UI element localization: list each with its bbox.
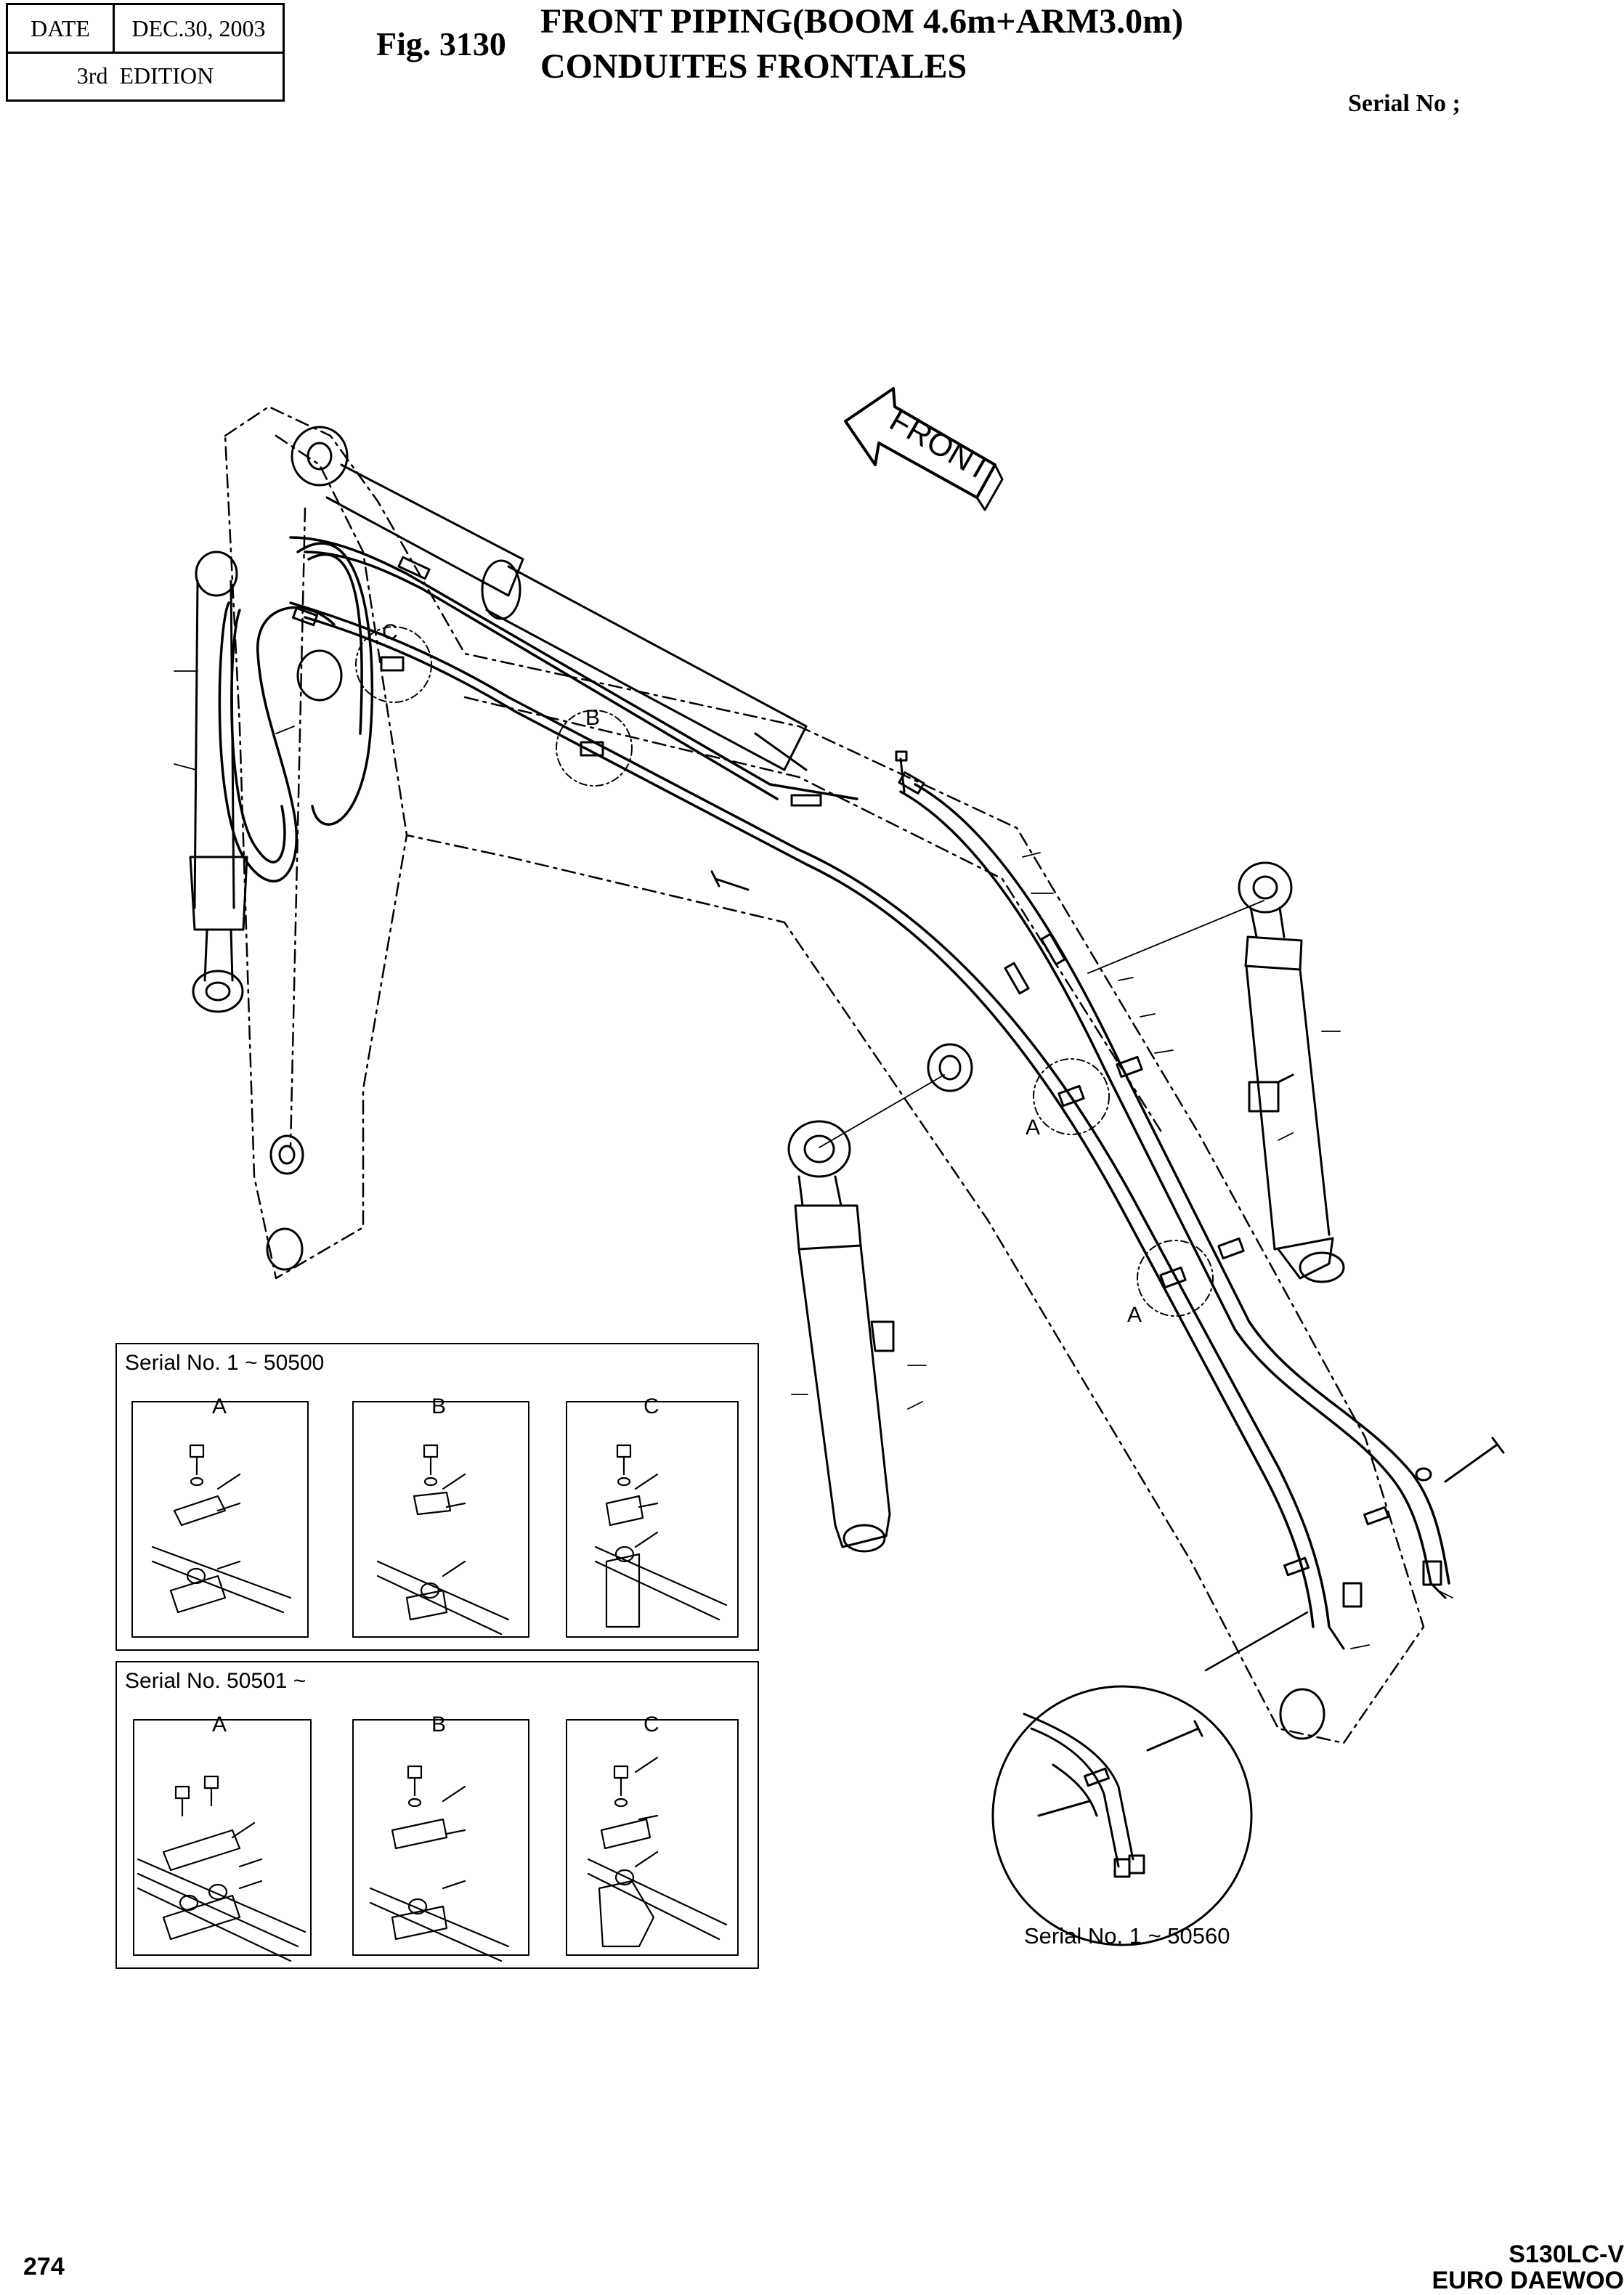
inset-bottom-panel-c: C: [643, 1713, 659, 1737]
edition-row: 3rd EDITION: [8, 52, 283, 99]
inset-top-panel-a: A: [212, 1394, 227, 1418]
inset-top-panel-c: C: [643, 1394, 659, 1418]
leader-lines: [174, 670, 1453, 1649]
callout-b-main: B: [585, 706, 600, 730]
serial-number-label: Serial No ;: [1348, 90, 1461, 117]
upper-boom-cylinder: [291, 426, 808, 771]
date-label: DATE: [31, 15, 90, 41]
front-arrow-label: FRONT: [884, 402, 997, 488]
front-direction-arrow: FRONT: [844, 387, 1004, 511]
inset-box-bottom: Serial No. 50501 ~ A B C: [115, 1661, 759, 1969]
header-info-box: DATE DEC.30, 2003 3rd EDITION: [6, 3, 285, 102]
model-code: S130LC-V: [1509, 2241, 1624, 2268]
boom-outline: [224, 405, 1425, 1744]
hose-loop-left: [218, 542, 374, 882]
inset-bottom-panel-a: A: [212, 1713, 227, 1737]
inset-bottom-title: Serial No. 50501 ~: [125, 1669, 306, 1693]
clamp-callout-circles: [355, 626, 1214, 1317]
inset-top-panel-b: B: [431, 1394, 446, 1418]
right-arm-cylinder: [1238, 861, 1345, 1283]
edition-label: 3rd EDITION: [76, 62, 214, 89]
clamp-brackets: [380, 656, 1389, 1577]
page-title-french: CONDUITES FRONTALES: [540, 47, 967, 86]
inset-box-top: Serial No. 1 ~ 50500 A B C: [115, 1343, 759, 1651]
model-info: S130LC-V EURO DAEWOO: [1432, 2241, 1624, 2294]
detail-circle-caption: Serial No. 1 ~ 50560: [1024, 1923, 1230, 1949]
bolts: [710, 750, 1505, 1483]
center-bucket-cylinder: [787, 1120, 895, 1553]
manufacturer-name: EURO DAEWOO: [1432, 2267, 1624, 2294]
hose-fittings: [292, 556, 1447, 1650]
callout-a-main-1: A: [1026, 1116, 1040, 1140]
date-row: DATE DEC.30, 2003: [8, 5, 283, 54]
callout-a-main-2: A: [1127, 1303, 1142, 1327]
inset-bottom-panel-b: B: [431, 1713, 446, 1737]
figure-number: Fig. 3130: [376, 25, 506, 62]
page-title-english: FRONT PIPING(BOOM 4.6m+ARM3.0m): [540, 2, 1184, 41]
callout-c-main: C: [382, 620, 398, 644]
main-hose-lines: [289, 536, 1450, 1628]
inset-top-title: Serial No. 1 ~ 50500: [125, 1351, 324, 1375]
date-value: DEC.30, 2003: [131, 15, 266, 41]
boom-pins: [266, 649, 1325, 1740]
detail-view-circle: [991, 1611, 1309, 1946]
page-number: 274: [23, 2253, 65, 2280]
left-side-cylinder: [189, 551, 248, 1013]
date-divider: [113, 5, 115, 52]
